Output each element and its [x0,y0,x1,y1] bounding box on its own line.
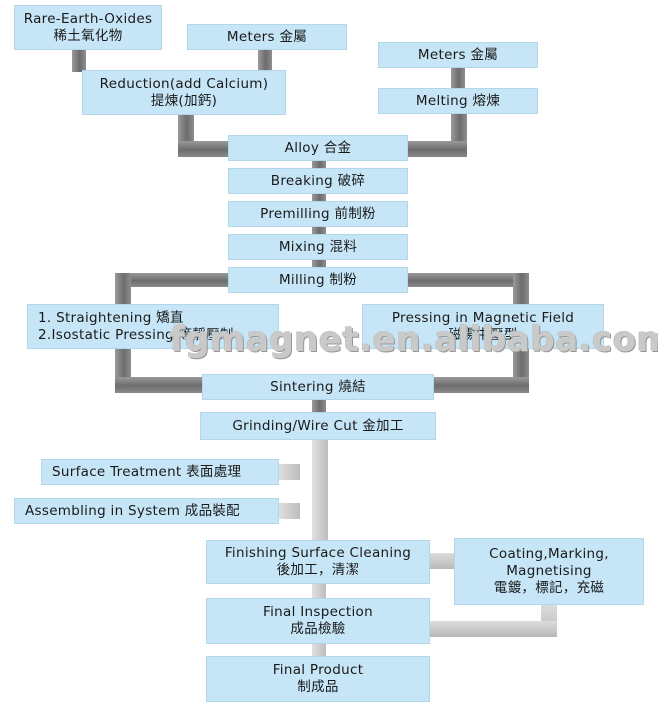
node-breaking: Breaking 破碎 [228,168,408,194]
node-label-line2: 後加工，清潔 [276,562,360,578]
node-label-line1: Grinding/Wire Cut 金加工 [232,417,404,434]
connector-meters2-down [451,68,465,90]
node-label-line1: Surface Treatment 表面處理 [52,463,242,480]
node-surface-treatment: Surface Treatment 表面處理 [41,459,279,485]
node-label-line1: Assembling in System 成品裝配 [25,502,240,519]
node-label-line3: 電鍍，標記，充磁 [493,580,605,596]
connector-melting-to-alloy [406,141,467,157]
node-meters-1: Meters 金屬 [187,24,347,50]
node-label-line1: Premilling 前制粉 [260,205,376,222]
connector-milling-right [408,273,529,287]
node-label-line1: 1. Straightening 矯直 [38,309,184,326]
node-coating-marking-magnetising: Coating,Marking, Magnetising 電鍍，標記，充磁 [454,538,644,605]
node-rare-earth-oxides: Rare-Earth-Oxides 稀土氧化物 [14,5,162,50]
node-alloy: Alloy 合金 [228,135,408,161]
connector-milling-left [115,273,230,287]
node-sintering: Sintering 燒結 [202,374,434,400]
node-label-line1: Coating,Marking, [489,546,609,562]
node-reduction: Reduction(add Calcium) 提煉(加鈣) [82,70,286,115]
connector-assemble-stub [278,464,300,480]
node-label-line1: Meters 金屬 [417,46,499,63]
node-label-line1: Reduction(add Calcium) [99,75,269,92]
node-label-line1: Finishing Surface Cleaning [224,545,412,561]
connector-pressing-to-sinter [432,377,529,393]
node-label-line2: Magnetising [506,563,592,579]
node-final-product: Final Product 制成品 [206,656,430,702]
node-premilling: Premilling 前制粉 [228,201,408,227]
connector-coating-to-inspection [428,621,557,637]
node-label-line2: 制成品 [297,679,339,695]
connector-grind-spine [312,440,328,540]
connector-surface-stub [278,503,300,519]
node-label-line1: Mixing 混料 [278,238,358,255]
connector-straighten-to-sinter [115,377,205,393]
connector-finish-to-inspect [312,584,326,598]
node-label-line1: Breaking 破碎 [270,172,366,189]
connector-milling-left-down [115,273,131,305]
connector-finishing-to-coating [428,553,456,569]
node-final-inspection: Final Inspection 成品檢驗 [206,598,430,644]
node-straightening-isostatic: 1. Straightening 矯直 2.Isostatic Pressing… [27,304,279,349]
connector-milling-right-down [513,273,529,305]
node-label-line2: 成品檢驗 [290,621,346,637]
node-label-line1: Sintering 燒結 [270,378,366,395]
node-melting: Melting 熔煉 [378,88,538,114]
connector-sinter-to-grind [312,400,326,412]
node-label-line1: Final Inspection [263,604,373,620]
node-label-line1: Alloy 合金 [284,139,352,156]
node-grinding-wire-cut: Grinding/Wire Cut 金加工 [200,412,436,440]
node-label-line2: 2.Isostatic Pressing 等靜壓制 [38,326,234,343]
node-label-line1: Milling 制粉 [278,271,358,288]
node-label-line2: 稀土氧化物 [53,27,123,44]
node-finishing-surface-cleaning: Finishing Surface Cleaning 後加工，清潔 [206,540,430,584]
node-meters-2: Meters 金屬 [378,42,538,68]
node-label-line1: Melting 熔煉 [415,92,501,109]
node-mixing: Mixing 混料 [228,234,408,260]
connector-meters1-down [258,50,272,72]
connector-reduction-to-alloy [178,141,230,157]
node-pressing-magnetic-field: Pressing in Magnetic Field 磁場中壓型 [362,304,604,349]
node-label-line1: Meters 金屬 [226,28,308,45]
node-label-line1: Pressing in Magnetic Field [391,309,575,326]
node-assembling-in-system: Assembling in System 成品裝配 [14,498,279,524]
node-label-line1: Final Product [272,662,364,678]
connector-inspect-to-product [312,644,326,656]
node-label-line2: 提煉(加鈣) [150,92,218,109]
connector-rare-earth-down [72,50,86,72]
node-milling: Milling 制粉 [228,267,408,293]
node-label-line1: Rare-Earth-Oxides [23,10,153,27]
node-label-line2: 磁場中壓型 [448,326,518,343]
